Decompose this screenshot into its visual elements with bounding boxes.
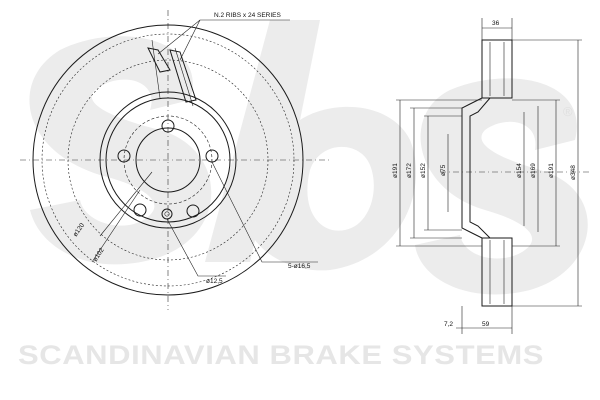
disc-outer-edge <box>32 24 304 296</box>
hat-inner-edge <box>105 97 231 223</box>
rib-note-label: N.2 RIBS x 24 SERIES <box>214 12 281 19</box>
friction-ring-inner <box>67 59 269 261</box>
hat-profile-inner <box>469 97 491 239</box>
bolt-hole-left <box>117 149 131 163</box>
dia-label-2: ø172 <box>406 163 413 178</box>
bolt-circle <box>123 115 213 205</box>
bottom-offset-label: 7,2 <box>444 321 453 328</box>
dia-label-8: ø348 <box>570 165 577 180</box>
sbs-logo-watermark <box>29 20 588 295</box>
side-view: 36 ø191 ø172 <box>392 18 590 334</box>
pcd-leader <box>99 171 153 237</box>
bolt-hole-bottom-right <box>186 204 200 218</box>
rib-note-leader-2 <box>179 19 201 61</box>
bolt-holes-label: 5-ø16,5 <box>288 263 311 270</box>
hat-outer-edge <box>99 91 237 229</box>
rib-hatch-line <box>151 39 161 99</box>
rib-slot-left <box>147 47 171 73</box>
center-bore <box>135 127 201 193</box>
dia-label-5: ø154 <box>516 163 523 178</box>
rib-hatch-line-2 <box>174 47 194 107</box>
dia-label-7: ø191 <box>548 163 555 178</box>
dia-label-4: ø75 <box>440 164 447 176</box>
rib-slot-right <box>169 49 197 103</box>
dia-label-6: ø169 <box>530 163 537 178</box>
width-label: 36 <box>492 20 500 27</box>
small-hole-label: ø12,5 <box>206 278 223 285</box>
bolt-holes-leader <box>211 161 318 263</box>
bolt-hole-top <box>161 119 175 133</box>
brand-tagline: SCANDINAVIAN BRAKE SYSTEMS <box>18 340 544 370</box>
locating-hole-center <box>164 211 170 217</box>
small-hole-leader <box>166 218 226 277</box>
friction-ring-outer <box>41 33 295 287</box>
registered-mark: ® <box>563 104 573 119</box>
friction-ring-top <box>481 39 513 99</box>
dia-label-3: ø152 <box>420 163 427 178</box>
bottom-height-label: 59 <box>482 321 490 328</box>
front-view: N.2 RIBS x 24 SERIES ø120 ø102 ø12,5 5-ø… <box>20 10 330 310</box>
bolt-hole-bottom-left <box>133 203 147 217</box>
dia-label-1: ø191 <box>392 163 399 178</box>
bore-leader <box>91 189 141 263</box>
